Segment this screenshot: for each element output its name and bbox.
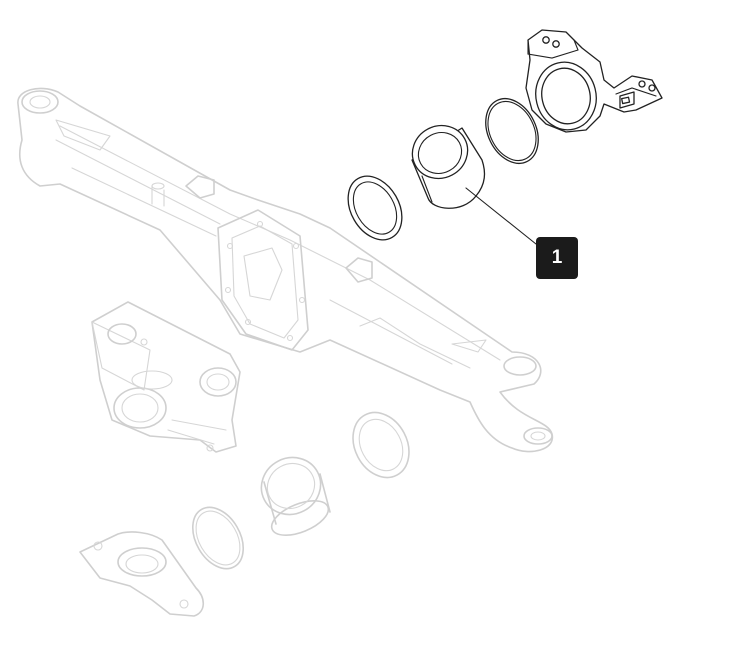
seal-ring [347, 175, 403, 241]
lower-bearing-parts [191, 411, 410, 570]
pivot-housing [91, 301, 241, 453]
callout-label: 1 [551, 247, 563, 268]
upper-bearing-parts [347, 98, 539, 241]
bushing-part-1 [411, 124, 486, 209]
upper-bracket [525, 29, 663, 133]
callout-badge-1[interactable]: 1 [536, 237, 578, 279]
lower-bracket [79, 531, 205, 617]
axle-housing [17, 87, 553, 453]
retaining-ring [485, 98, 539, 164]
callout-leader-line [465, 187, 537, 245]
